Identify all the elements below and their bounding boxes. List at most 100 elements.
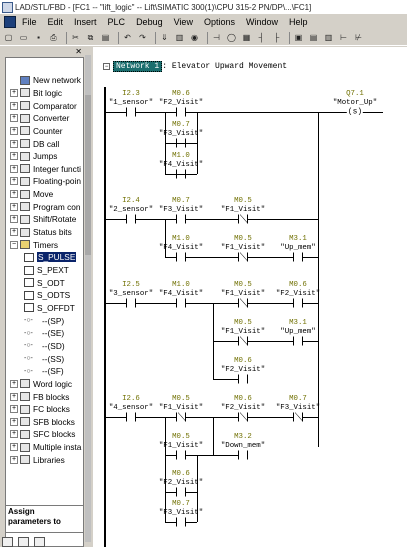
- save-icon[interactable]: ▪: [37, 33, 40, 42]
- close-pane-icon[interactable]: ✕: [75, 47, 82, 56]
- collapse-icon[interactable]: −: [103, 63, 110, 70]
- expand-icon[interactable]: +: [10, 88, 18, 97]
- tree-item[interactable]: +Shift/Rotate: [10, 213, 76, 226]
- menu-options[interactable]: Options: [203, 17, 235, 27]
- tree-item[interactable]: S_ODT: [24, 276, 65, 289]
- tree-item[interactable]: +Move: [10, 188, 53, 201]
- nc-contact[interactable]: [293, 412, 303, 422]
- network-label[interactable]: Network 1: [113, 61, 163, 72]
- menu-help[interactable]: Help: [289, 17, 308, 27]
- menu-debug[interactable]: Debug: [136, 17, 163, 27]
- tab-xref-icon[interactable]: [34, 537, 45, 547]
- nc-contact[interactable]: [238, 298, 248, 308]
- no-contact[interactable]: [176, 450, 186, 460]
- menu-plc[interactable]: PLC: [107, 17, 126, 27]
- ladder-editor[interactable]: − Network 1 : Elevator Upward Movement I…: [93, 47, 407, 547]
- window-system-icon[interactable]: [4, 16, 16, 28]
- no-contact[interactable]: [176, 214, 186, 224]
- tree-item[interactable]: +Word logic: [10, 378, 72, 391]
- scroll-thumb[interactable]: [85, 95, 91, 255]
- tree-item[interactable]: +SFC blocks: [10, 428, 75, 441]
- no-contact[interactable]: [238, 374, 248, 384]
- tree-item[interactable]: S_PULSE: [24, 251, 77, 264]
- expand-icon[interactable]: +: [10, 443, 18, 452]
- online-icon[interactable]: ◉: [191, 33, 198, 42]
- tree-item[interactable]: +Floating-poin: [10, 175, 81, 188]
- expand-icon[interactable]: +: [10, 392, 18, 401]
- collapse-icon[interactable]: −: [10, 240, 18, 249]
- no-contact[interactable]: [293, 298, 303, 308]
- no-contact[interactable]: [126, 412, 136, 422]
- cut-icon[interactable]: ✂: [72, 33, 79, 42]
- tree-item[interactable]: +DB call: [10, 137, 59, 150]
- tree-item[interactable]: +Program con: [10, 201, 81, 214]
- no-contact[interactable]: [238, 450, 248, 460]
- no-contact[interactable]: [126, 214, 136, 224]
- expand-icon[interactable]: +: [10, 379, 18, 388]
- download-icon[interactable]: ⇓: [161, 33, 168, 42]
- expand-icon[interactable]: +: [10, 202, 18, 211]
- open-icon[interactable]: ▭: [19, 33, 28, 42]
- box-icon[interactable]: ▦: [242, 33, 251, 42]
- tree-item[interactable]: −Timers: [10, 238, 58, 251]
- nc-contact[interactable]: [176, 412, 186, 422]
- tree-item[interactable]: +Bit logic: [10, 87, 62, 100]
- expand-icon[interactable]: +: [10, 430, 18, 439]
- menu-window[interactable]: Window: [245, 17, 278, 27]
- monitor-icon[interactable]: ▥: [175, 33, 184, 42]
- expand-icon[interactable]: +: [10, 215, 18, 224]
- expand-icon[interactable]: +: [10, 455, 18, 464]
- menu-file[interactable]: File: [22, 17, 37, 27]
- program-elements-icon[interactable]: ▤: [309, 33, 318, 42]
- tree-item[interactable]: +Jumps: [10, 150, 57, 163]
- expand-icon[interactable]: +: [10, 139, 18, 148]
- menu-edit[interactable]: Edit: [47, 17, 64, 27]
- coil-icon[interactable]: ◯: [227, 33, 236, 42]
- details-icon[interactable]: ▥: [324, 33, 333, 42]
- no-contact[interactable]: [126, 107, 136, 117]
- nc-contact[interactable]: [238, 214, 248, 224]
- tree-item[interactable]: -○---(SS): [24, 352, 64, 365]
- no-contact[interactable]: [176, 517, 186, 527]
- tab-program-elements-icon[interactable]: [2, 537, 13, 547]
- expand-icon[interactable]: +: [10, 190, 18, 199]
- tree-item[interactable]: New network: [20, 74, 81, 87]
- no-contact[interactable]: [293, 252, 303, 262]
- tree-item[interactable]: S_ODTS: [24, 289, 70, 302]
- tree-item[interactable]: +Integer functi: [10, 163, 81, 176]
- set-coil[interactable]: (s): [346, 107, 364, 117]
- branch-open-icon[interactable]: ┤: [258, 33, 265, 42]
- tree-item[interactable]: -○---(SP): [24, 314, 64, 327]
- expand-icon[interactable]: +: [10, 164, 18, 173]
- tree-item[interactable]: +Converter: [10, 112, 69, 125]
- overview-icon[interactable]: ▣: [294, 33, 303, 42]
- paste-icon[interactable]: ▤: [101, 33, 110, 42]
- tree-item[interactable]: +Libraries: [10, 454, 65, 467]
- tree-item[interactable]: -○---(SF): [24, 365, 64, 378]
- nc-contact-icon[interactable]: ⊬: [355, 33, 362, 42]
- expand-icon[interactable]: +: [10, 417, 18, 426]
- contact-icon[interactable]: ⊣: [213, 33, 220, 42]
- copy-icon[interactable]: ⧉: [87, 32, 94, 42]
- tree-item[interactable]: +SFB blocks: [10, 416, 75, 429]
- tree-item[interactable]: +Counter: [10, 125, 63, 138]
- expand-icon[interactable]: +: [10, 177, 18, 186]
- no-contact[interactable]: [176, 107, 186, 117]
- nc-contact[interactable]: [238, 336, 248, 346]
- tree-scrollbar[interactable]: [85, 55, 91, 542]
- no-contact-icon[interactable]: ⊢: [340, 33, 347, 42]
- branch-close-icon[interactable]: ├: [273, 33, 280, 42]
- menu-insert[interactable]: Insert: [74, 17, 97, 27]
- no-contact[interactable]: [126, 298, 136, 308]
- menu-view[interactable]: View: [173, 17, 193, 27]
- tree-item[interactable]: +FB blocks: [10, 390, 69, 403]
- undo-icon[interactable]: ↶: [124, 33, 131, 42]
- expand-icon[interactable]: +: [10, 405, 18, 414]
- expand-icon[interactable]: +: [10, 101, 18, 110]
- new-icon[interactable]: ▢: [4, 33, 13, 42]
- expand-icon[interactable]: +: [10, 114, 18, 123]
- redo-icon[interactable]: ↷: [139, 33, 146, 42]
- tree-item[interactable]: S_PEXT: [24, 264, 69, 277]
- no-contact[interactable]: [176, 298, 186, 308]
- print-icon[interactable]: ⎙: [50, 32, 57, 42]
